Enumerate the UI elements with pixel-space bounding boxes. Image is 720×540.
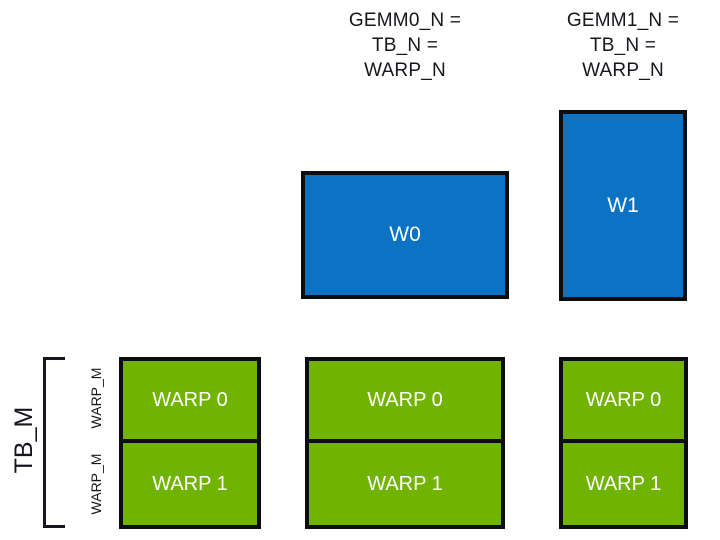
green-column-1: WARP 0 WARP 1 [305,357,505,529]
green-cell-warp1: WARP 1 [563,443,684,525]
axis-label-warp-m-lower: WARP_M [88,453,104,515]
green-cell-warp0: WARP 0 [123,361,257,443]
axis-label-tb-m: TB_M [10,406,38,474]
green-cell-warp0: WARP 0 [563,361,684,443]
blue-box-w1: W1 [559,110,687,301]
column-caption-gemm1: GEMM1_N = TB_N = WARP_N [566,10,680,81]
green-cell-warp1-label: WARP 1 [367,472,443,495]
green-column-0: WARP 0 WARP 1 [119,357,261,529]
green-cell-warp0-label: WARP 0 [585,388,662,411]
green-cell-warp0: WARP 0 [309,361,501,443]
blue-box-w1-label: W1 [607,193,639,217]
green-cell-warp0-label: WARP 0 [367,388,443,411]
axis-label-warp-m-upper: WARP_M [88,367,104,429]
green-cell-warp1: WARP 1 [123,443,257,525]
tb-m-bracket [43,357,65,528]
green-cell-warp0-label: WARP 0 [152,388,228,411]
green-cell-warp1-label: WARP 1 [152,472,228,495]
green-cell-warp1-label: WARP 1 [585,472,662,495]
column-caption-gemm0: GEMM0_N = TB_N = WARP_N [348,10,462,81]
blue-box-w0-label: W0 [389,223,421,246]
blue-box-w0: W0 [301,171,509,299]
green-cell-warp1: WARP 1 [309,443,501,525]
green-column-2: WARP 0 WARP 1 [559,357,688,529]
